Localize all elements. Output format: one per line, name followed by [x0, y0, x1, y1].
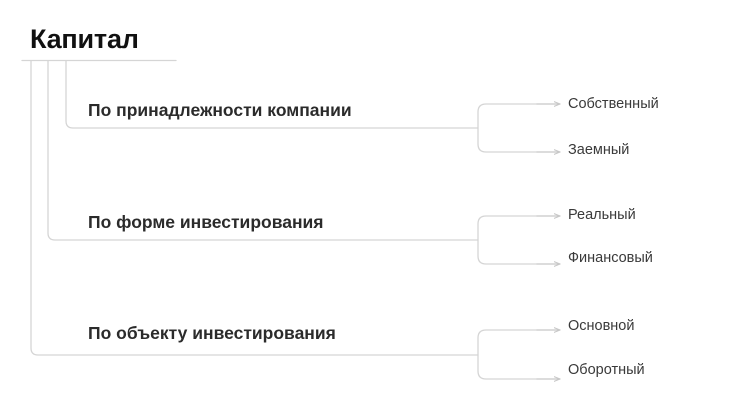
leaf-node-label-2-1: Реальный	[568, 207, 636, 223]
spine-to-group-3	[30, 60, 479, 356]
spine-to-group-1	[65, 60, 479, 129]
group-node-label-1: По принадлежности компании	[88, 100, 352, 120]
spine-to-group-2	[47, 60, 479, 241]
root-node-label: Капитал	[30, 24, 139, 54]
group-1-split	[477, 103, 538, 153]
group-2-split	[477, 215, 538, 265]
leaf-node-label-2-2: Финансовый	[568, 250, 653, 266]
group-node-label-3: По объекту инвестирования	[88, 323, 336, 343]
leaf-node-label-1-2: Заемный	[568, 142, 630, 158]
leaf-node-label-1-1: Собственный	[568, 96, 659, 112]
group-3-split	[477, 329, 538, 380]
leaf-node-label-3-1: Основной	[568, 318, 635, 334]
leaf-node-label-3-2: Оборотный	[568, 362, 645, 378]
group-node-label-2: По форме инвестирования	[88, 212, 324, 232]
